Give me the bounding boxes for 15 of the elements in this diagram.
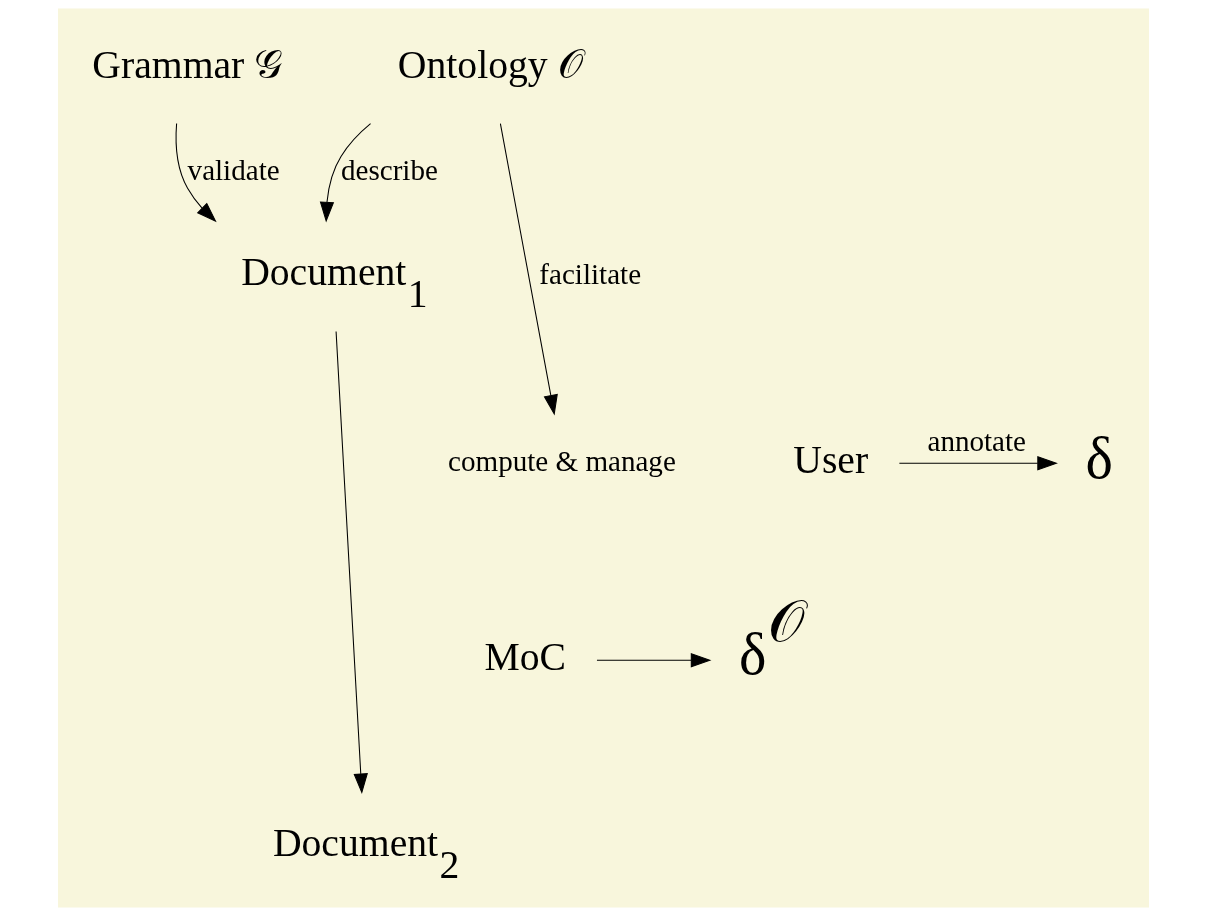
arrow <box>175 122 217 223</box>
arrow <box>596 653 712 668</box>
node-text: δ <box>1085 426 1113 492</box>
arrow <box>898 456 1058 471</box>
edge-label: validate <box>187 153 280 186</box>
node-text: compute & manage <box>448 444 676 477</box>
node-text: MoC <box>484 635 567 680</box>
arrow <box>335 330 368 795</box>
arrow <box>319 123 372 223</box>
node-text: User <box>793 438 869 483</box>
node-text: Grammar 𝒢 <box>92 43 283 88</box>
edge-label: describe <box>341 153 438 186</box>
arrow <box>499 123 558 416</box>
edge-label: facilitate <box>539 257 642 290</box>
edge-label: annotate <box>927 424 1026 457</box>
